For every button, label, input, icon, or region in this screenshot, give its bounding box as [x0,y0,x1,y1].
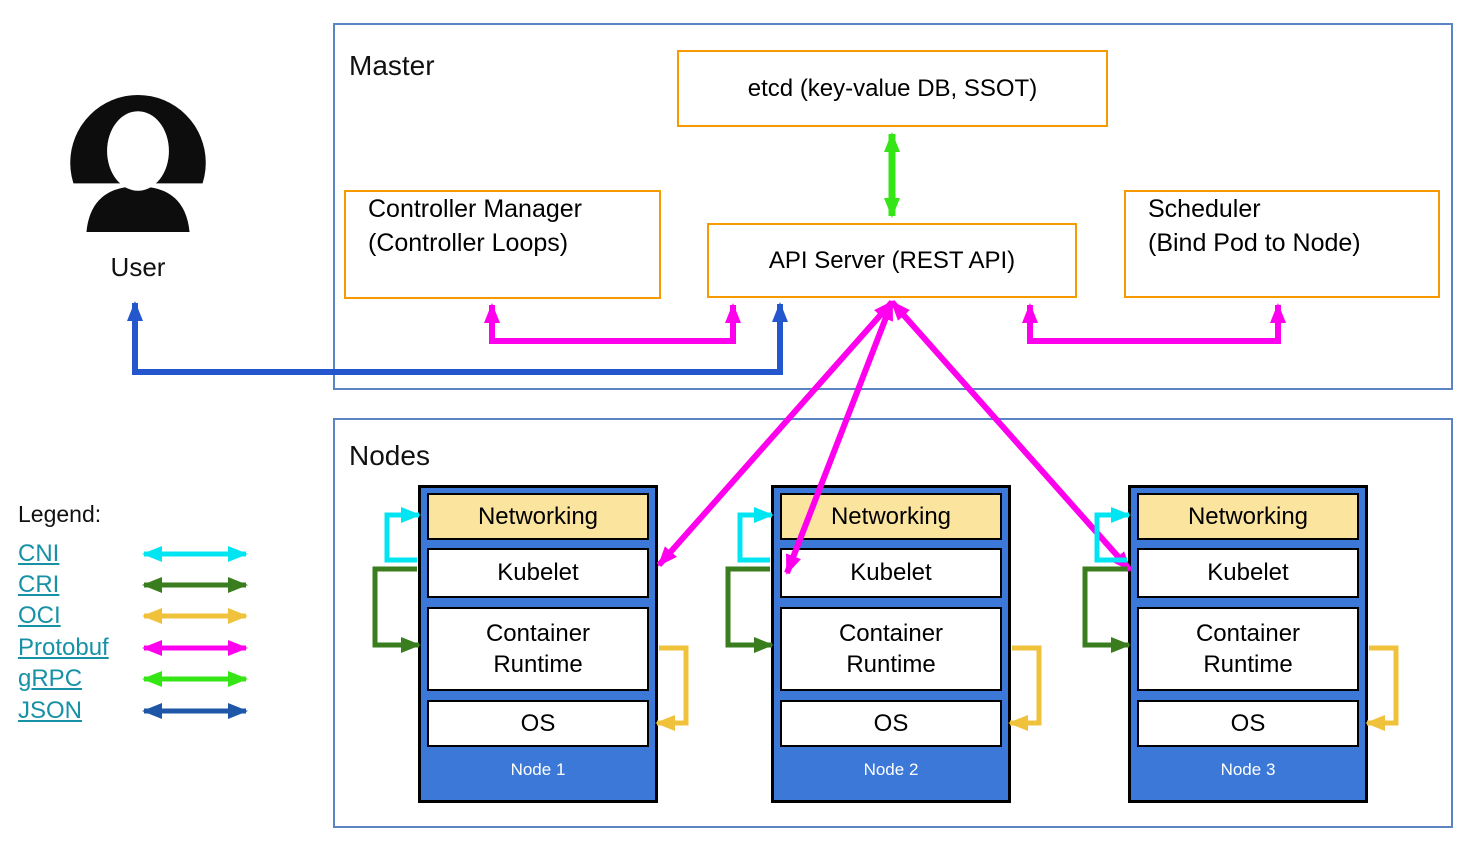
node-3-kubelet-layer: Kubelet [1137,548,1359,598]
node-3-os-label: OS [1230,709,1266,737]
node-3: Networking Kubelet Container Runtime OS … [1128,485,1368,803]
node-2-name: Node 2 [863,760,919,779]
legend-link-oci[interactable]: OCI [18,602,61,630]
node-2: Networking Kubelet Container Runtime OS … [771,485,1011,803]
node-3-name: Node 3 [1220,760,1276,779]
controller-manager-box: Controller Manager (Controller Loops) [344,190,661,299]
legend: Legend: CNI CRI OCI Protobuf gRP [18,501,288,726]
user-label: User [110,252,166,282]
controller-manager-line1: Controller Manager [368,195,582,223]
master-title: Master [349,50,435,81]
cni-arrow-icon [142,545,248,562]
legend-link-cri[interactable]: CRI [18,571,60,599]
legend-row-protobuf: Protobuf [18,632,288,663]
protobuf-arrow-icon [142,639,248,656]
nodes-title: Nodes [349,440,430,471]
node-3-networking-layer: Networking [1137,493,1359,540]
node-2-os-layer: OS [780,700,1002,747]
oci-arrow-icon [142,608,248,625]
node-3-os-layer: OS [1137,700,1359,747]
legend-row-cni: CNI [18,538,288,569]
legend-link-json[interactable]: JSON [18,696,83,724]
node-1-name: Node 1 [510,760,566,779]
node-1-runtime-layer: Container Runtime [427,607,649,691]
node-2-kubelet-layer: Kubelet [780,548,1002,598]
legend-link-protobuf[interactable]: Protobuf [18,633,109,661]
node-2-networking-layer: Networking [780,493,1002,540]
node-1-networking-layer: Networking [427,493,649,540]
node-1: Networking Kubelet Container Runtime OS … [418,485,658,803]
node-1-kubelet-label: Kubelet [497,559,579,586]
controller-manager-line2: (Controller Loops) [368,229,569,257]
node-3-networking-label: Networking [1187,502,1309,530]
node-3-runtime-label: Container Runtime [1195,620,1301,678]
node-2-runtime-label: Container Runtime [838,620,944,678]
api-server-label: API Server (REST API) [768,246,1016,274]
node-2-kubelet-label: Kubelet [850,559,932,586]
legend-row-json: JSON [18,695,288,726]
etcd-label: etcd (key-value DB, SSOT) [747,74,1038,102]
grpc-arrow-icon [142,671,248,688]
user-icon [64,95,212,232]
node-1-os-label: OS [520,709,556,737]
cri-arrow-icon [142,577,248,594]
legend-row-oci: OCI [18,601,288,632]
node-2-runtime-layer: Container Runtime [780,607,1002,691]
api-server-box: API Server (REST API) [707,223,1077,298]
node-1-kubelet-layer: Kubelet [427,548,649,598]
node-3-kubelet-label: Kubelet [1207,559,1289,586]
node-2-os-label: OS [873,709,909,737]
scheduler-line1: Scheduler [1148,195,1261,223]
legend-row-cri: CRI [18,569,288,600]
legend-row-grpc: gRPC [18,664,288,695]
scheduler-line2: (Bind Pod to Node) [1148,229,1361,257]
legend-link-grpc[interactable]: gRPC [18,665,83,693]
node-3-runtime-layer: Container Runtime [1137,607,1359,691]
node-2-networking-label: Networking [830,502,952,530]
legend-title: Legend: [18,501,102,527]
json-arrow-icon [142,702,248,719]
node-1-runtime-label: Container Runtime [485,620,591,678]
etcd-box: etcd (key-value DB, SSOT) [677,50,1108,127]
scheduler-box: Scheduler (Bind Pod to Node) [1124,190,1440,298]
node-1-networking-label: Networking [477,502,599,530]
legend-link-cni[interactable]: CNI [18,539,60,567]
node-1-os-layer: OS [427,700,649,747]
